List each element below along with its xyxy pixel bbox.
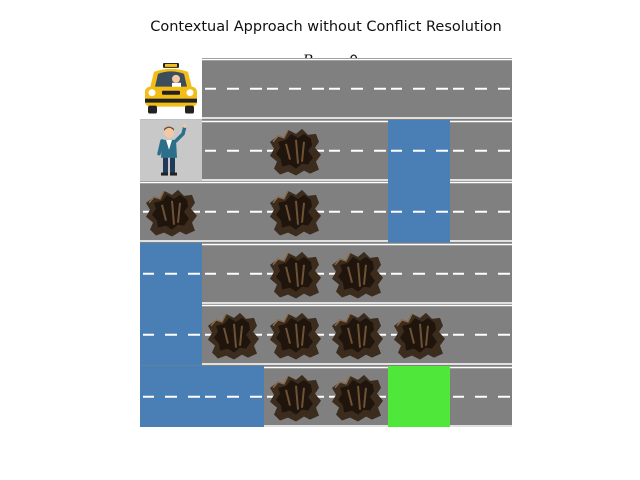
road-cell: [326, 181, 388, 243]
water-cell: [140, 365, 202, 427]
road-cell: [264, 58, 326, 120]
passenger-cell: [140, 119, 202, 181]
road-cell: [450, 365, 512, 427]
pothole-cell: [264, 242, 326, 304]
pothole-icon: [394, 312, 445, 360]
road-cell: [388, 58, 450, 120]
pothole-cell: [140, 181, 202, 243]
pothole-icon: [270, 128, 321, 176]
road-cell: [450, 119, 512, 181]
pothole-cell: [264, 365, 326, 427]
road-cell: [388, 242, 450, 304]
road-cell: [202, 181, 264, 243]
water-cell: [202, 365, 264, 427]
pothole-icon: [270, 189, 321, 237]
pothole-cell: [202, 304, 264, 366]
road-cell: [202, 242, 264, 304]
water-cell: [388, 181, 450, 243]
road-cell: [202, 119, 264, 181]
road-cell: [450, 58, 512, 120]
road-cell: [202, 58, 264, 120]
pothole-cell: [326, 304, 388, 366]
pothole-icon: [146, 189, 197, 237]
water-cell: [388, 119, 450, 181]
pothole-cell: [264, 119, 326, 181]
pothole-cell: [264, 304, 326, 366]
road-cell: [450, 242, 512, 304]
plot-title: Contextual Approach without Conflict Res…: [150, 19, 502, 35]
taxi-icon: [145, 62, 197, 114]
water-cell: [140, 242, 202, 304]
pothole-icon: [270, 251, 321, 299]
pothole-icon: [332, 251, 383, 299]
taxi-cell: [140, 58, 202, 120]
pothole-cell: [388, 304, 450, 366]
road-cell: [326, 119, 388, 181]
pothole-icon: [208, 312, 259, 360]
goal-cell: [388, 365, 450, 427]
pothole-icon: [270, 312, 321, 360]
pothole-icon: [332, 374, 383, 422]
road-cell: [450, 304, 512, 366]
pothole-icon: [270, 374, 321, 422]
pothole-icon: [332, 312, 383, 360]
grid-world: [140, 58, 512, 427]
road-cell: [326, 58, 388, 120]
road-cell: [450, 181, 512, 243]
pothole-cell: [326, 242, 388, 304]
pothole-cell: [264, 181, 326, 243]
passenger-icon: [157, 123, 187, 176]
water-cell: [140, 304, 202, 366]
pothole-cell: [326, 365, 388, 427]
